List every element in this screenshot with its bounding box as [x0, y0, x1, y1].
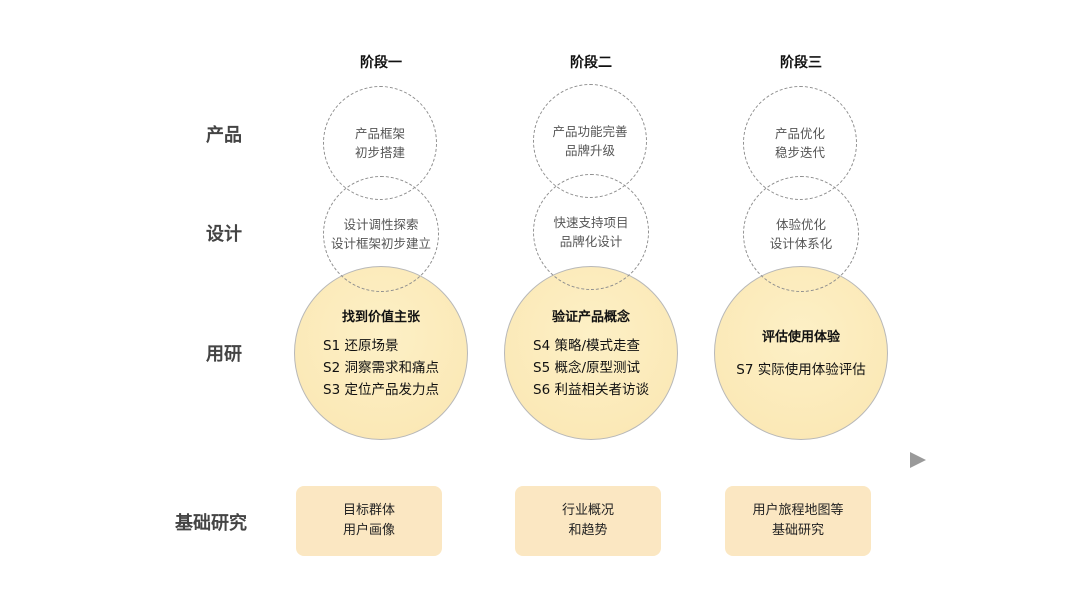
research-item: S3 定位产品发力点 — [323, 381, 439, 398]
research-title-2: 验证产品概念 — [551, 309, 630, 325]
timeline-arrow — [160, 452, 926, 468]
product-circle-3: 产品优化 稳步迭代 — [743, 86, 857, 200]
row-label-design: 设计 — [206, 224, 242, 245]
foundation-text: 基础研究 — [771, 523, 824, 538]
stage-title-3: 阶段三 — [780, 55, 822, 71]
foundation-text: 目标群体 — [342, 503, 395, 518]
product-text: 初步搭建 — [354, 145, 405, 160]
product-circle-2: 产品功能完善 品牌升级 — [533, 84, 647, 198]
foundation-text: 行业概况 — [561, 503, 614, 518]
design-circle-3: 体验优化 设计体系化 — [743, 176, 859, 292]
row-label-research: 用研 — [206, 344, 242, 365]
design-text: 品牌化设计 — [559, 234, 623, 249]
foundation-box-2: 行业概况 和趋势 — [515, 486, 661, 556]
research-item: S1 还原场景 — [323, 337, 399, 354]
stage-title-1: 阶段一 — [360, 55, 402, 71]
design-text: 设计框架初步建立 — [330, 236, 431, 251]
research-item: S6 利益相关者访谈 — [533, 381, 649, 398]
foundation-box-3: 用户旅程地图等 基础研究 — [725, 486, 871, 556]
foundation-text: 用户旅程地图等 — [752, 503, 844, 518]
product-text: 产品功能完善 — [552, 124, 628, 139]
design-text: 设计体系化 — [769, 236, 833, 251]
research-item: S5 概念/原型测试 — [533, 359, 641, 376]
design-text: 体验优化 — [775, 217, 826, 232]
research-item: S7 实际使用体验评估 — [736, 361, 866, 378]
design-text: 快速支持项目 — [553, 215, 629, 230]
research-item: S2 洞察需求和痛点 — [323, 359, 439, 376]
research-circle-3: 评估使用体验 S7 实际使用体验评估 — [714, 266, 888, 440]
product-text: 品牌升级 — [564, 143, 615, 158]
foundation-text: 用户画像 — [342, 523, 395, 538]
product-text: 稳步迭代 — [774, 145, 825, 160]
design-text: 设计调性探索 — [343, 217, 419, 232]
row-label-product: 产品 — [206, 125, 242, 146]
design-circle-2: 快速支持项目 品牌化设计 — [533, 174, 649, 290]
research-circle-1: 找到价值主张 S1 还原场景 S2 洞察需求和痛点 S3 定位产品发力点 — [294, 266, 468, 440]
research-title-1: 找到价值主张 — [341, 309, 420, 325]
product-text: 产品优化 — [774, 126, 825, 141]
product-text: 产品框架 — [354, 126, 405, 141]
research-circle-2: 验证产品概念 S4 策略/模式走查 S5 概念/原型测试 S6 利益相关者访谈 — [504, 266, 678, 440]
foundation-text: 和趋势 — [568, 523, 608, 538]
design-circle-1: 设计调性探索 设计框架初步建立 — [323, 176, 439, 292]
foundation-box-1: 目标群体 用户画像 — [296, 486, 442, 556]
row-label-foundation: 基础研究 — [175, 513, 247, 534]
product-circle-1: 产品框架 初步搭建 — [323, 86, 437, 200]
stage-title-2: 阶段二 — [570, 55, 612, 71]
research-title-3: 评估使用体验 — [761, 329, 840, 345]
research-item: S4 策略/模式走查 — [533, 337, 641, 354]
